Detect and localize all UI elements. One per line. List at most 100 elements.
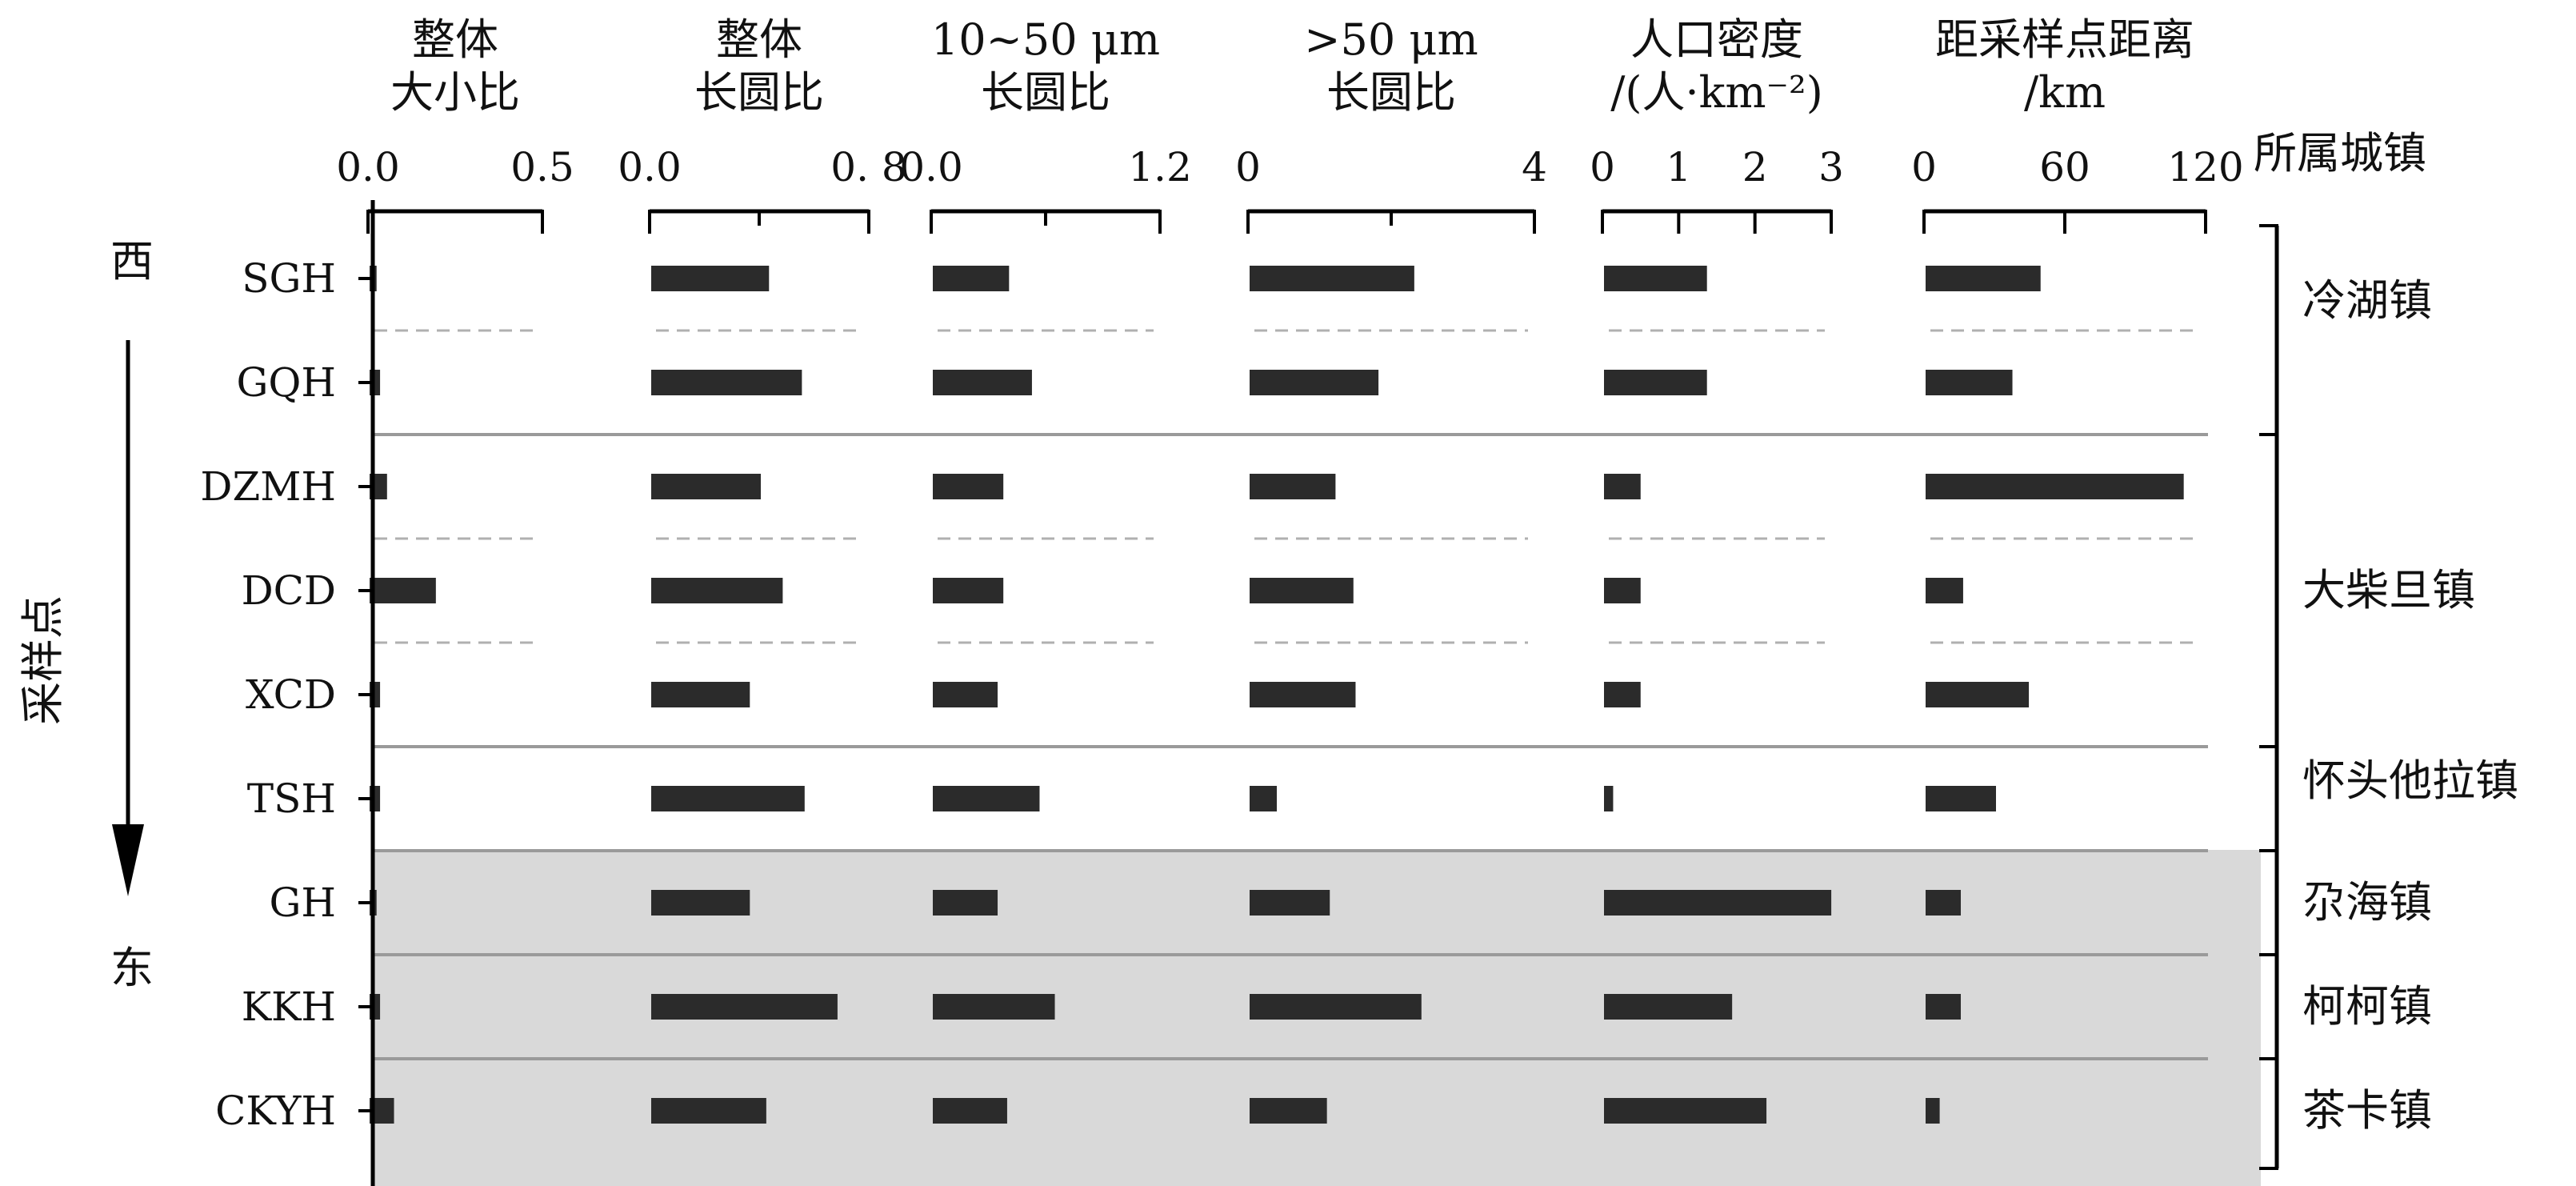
bar-kkh [651, 994, 838, 1020]
town-label-2: 大柴旦镇 [2302, 565, 2475, 615]
panel-title-line: 整体 [716, 14, 802, 65]
site-label-dzmh: DZMH [200, 463, 336, 510]
bar-gh [1250, 890, 1330, 916]
bar-tsh [1926, 786, 1996, 811]
x-tick-label: 60 [2039, 144, 2090, 190]
x-tick-label: 2 [1742, 144, 1768, 190]
panel-title-line: 长圆比 [1326, 67, 1456, 118]
bar-kkh [1250, 994, 1422, 1020]
x-tick-label: 0. 8 [830, 144, 906, 190]
bar-gh [1604, 890, 1832, 916]
x-tick-label: 0.0 [336, 144, 400, 190]
bar-sgh [933, 266, 1010, 291]
panel-title-line: 大小比 [390, 67, 520, 118]
bar-ckyh [651, 1098, 766, 1124]
bar-dzmh [651, 474, 761, 499]
bar-gqh [933, 370, 1032, 395]
bar-dcd [1604, 578, 1641, 603]
bar-gh [1926, 890, 1961, 916]
x-tick-label: 1 [1666, 144, 1691, 190]
bar-ckyh [1250, 1098, 1327, 1124]
site-label-tsh: TSH [247, 775, 336, 822]
x-tick-label: 4 [1522, 144, 1547, 190]
direction-arrow-head [112, 824, 144, 896]
sampling-site-axis-label: 采样点 [18, 595, 68, 725]
bar-xcd [933, 682, 998, 707]
bar-dcd [1250, 578, 1354, 603]
town-header: 所属城镇 [2254, 128, 2426, 178]
row-dividers [373, 329, 2208, 1060]
town-label-1: 冷湖镇 [2302, 275, 2432, 326]
site-label-sgh: SGH [242, 255, 336, 302]
panel-title-line: 人口密度 [1630, 14, 1803, 65]
bar-kkh [1926, 994, 1961, 1020]
panel-6: 距采样点距离/km 0 60 120 [1911, 14, 2244, 1124]
bar-ckyh [1604, 1098, 1767, 1124]
town-label-5: 柯柯镇 [2302, 981, 2432, 1032]
town-label-6: 茶卡镇 [2302, 1085, 2432, 1136]
bar-gqh [651, 370, 802, 395]
panel-title-line: 10~50 μm [931, 14, 1160, 65]
bar-xcd [651, 682, 750, 707]
bar-dzmh [1926, 474, 2184, 499]
x-tick-label: 3 [1818, 144, 1844, 190]
bar-sgh [651, 266, 770, 291]
direction-indicator: 西东 采样点 [18, 236, 154, 993]
bar-tsh [1604, 786, 1614, 811]
x-tick-label: 120 [2167, 144, 2243, 190]
x-tick-label: 0 [1590, 144, 1615, 190]
panel-title-line: /km [2024, 67, 2106, 118]
bar-tsh [933, 786, 1040, 811]
bar-ckyh [1926, 1098, 1940, 1124]
town-label-3: 怀头他拉镇 [2302, 755, 2518, 806]
x-tick-label: 1.2 [1128, 144, 1192, 190]
bar-tsh [651, 786, 805, 811]
bar-dzmh [1604, 474, 1641, 499]
bar-gh [933, 890, 998, 916]
x-tick-label: 0.0 [618, 144, 682, 190]
bar-kkh [1604, 994, 1733, 1020]
panel-title-line: >50 μm [1304, 14, 1478, 65]
west-label: 西 [110, 236, 154, 286]
bar-gh [651, 890, 750, 916]
site-label-gqh: GQH [236, 359, 336, 406]
east-label: 东 [110, 943, 154, 993]
x-tick-label: 0.5 [510, 144, 574, 190]
bar-dcd [370, 578, 436, 603]
bar-tsh [1250, 786, 1278, 811]
bar-dcd [933, 578, 1004, 603]
x-tick-label: 0 [1235, 144, 1261, 190]
panel-title-line: 长圆比 [981, 67, 1110, 118]
bar-sgh [1250, 266, 1414, 291]
bar-dcd [1926, 578, 1963, 603]
bar-dzmh [933, 474, 1004, 499]
town-label-4: 尕海镇 [2302, 877, 2432, 928]
bar-dzmh [1250, 474, 1336, 499]
bar-sgh [1926, 266, 2041, 291]
bar-sgh [1604, 266, 1707, 291]
panel-title-line: 距采样点距离 [1935, 14, 2194, 65]
bar-dcd [651, 578, 783, 603]
site-label-dcd: DCD [242, 567, 336, 614]
bar-xcd [1250, 682, 1356, 707]
x-tick-label: 0 [1911, 144, 1937, 190]
panel-5: 人口密度/(人·km⁻²) 0 1 2 3 [1590, 14, 1844, 1124]
site-label-kkh: KKH [242, 984, 336, 1030]
bar-gqh [1604, 370, 1707, 395]
bar-gqh [1250, 370, 1379, 395]
panel-title-line: 长圆比 [694, 67, 824, 118]
bar-ckyh [933, 1098, 1007, 1124]
site-label-gh: GH [269, 879, 336, 926]
site-label-ckyh: CKYH [215, 1088, 336, 1134]
bar-kkh [933, 994, 1055, 1020]
bar-gqh [1926, 370, 2013, 395]
panel-title-line: /(人·km⁻²) [1610, 67, 1823, 118]
